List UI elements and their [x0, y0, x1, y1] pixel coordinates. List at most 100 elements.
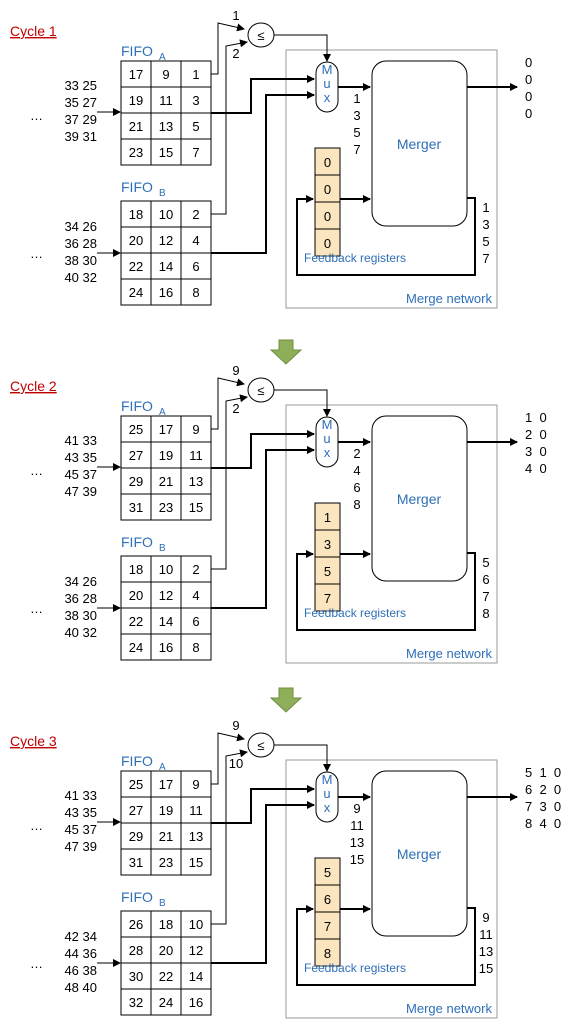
input-value: 47 39 — [64, 839, 97, 854]
feedback-register-value: 0 — [324, 155, 331, 170]
output-value: 5 1 0 — [525, 765, 561, 780]
input-value: 40 32 — [64, 625, 97, 640]
merger-output-values: 5 1 06 2 07 3 08 4 0 — [525, 765, 561, 831]
fifo-cell-value: 14 — [159, 259, 173, 274]
fifo-cell — [120, 60, 152, 88]
comparator-input-a-value: 9 — [232, 718, 239, 733]
feedback-register — [314, 884, 341, 913]
fifo-b-label: FIFO — [121, 889, 153, 905]
mux-output-value: 6 — [353, 480, 360, 495]
fifo-cell — [150, 200, 182, 228]
fifo-cell — [150, 607, 182, 635]
fifo-a-label: FIFO — [121, 43, 153, 59]
mux-output-value: 1 — [353, 91, 360, 106]
merger-output-values: 1 02 03 04 0 — [525, 410, 547, 476]
fifo-cell-value: 16 — [159, 285, 173, 300]
fifo-cell-value: 14 — [159, 614, 173, 629]
fifo-cell-value: 31 — [129, 855, 143, 870]
comparator-wire-a — [211, 22, 245, 75]
feedback-register-value: 7 — [324, 919, 331, 934]
fifo-cell-value: 17 — [159, 422, 173, 437]
input-value: 41 33 — [64, 433, 97, 448]
feedback-register-value: 5 — [324, 865, 331, 880]
fifo-cell — [120, 796, 152, 824]
comparator-wire-a — [211, 732, 245, 785]
feedback-register — [314, 147, 341, 176]
merge-network-label: Merge network — [406, 291, 492, 306]
merger-low-value: 1 — [482, 200, 489, 215]
feedback-register-value: 6 — [324, 892, 331, 907]
fifo-cell-value: 4 — [192, 588, 199, 603]
ellipsis: … — [30, 818, 43, 833]
merger-low-value: 7 — [482, 589, 489, 604]
input-value: 48 40 — [64, 980, 97, 995]
fifo-cell-value: 10 — [189, 917, 203, 932]
fifo-b-label: FIFO — [121, 179, 153, 195]
ellipsis: … — [30, 246, 43, 261]
fifo-cell-value: 11 — [189, 803, 203, 818]
fifo-cell — [180, 581, 212, 609]
fifo-cell-value: 18 — [129, 207, 143, 222]
merge-network-label: Merge network — [406, 646, 492, 661]
fifo-b-label: FIFO — [121, 534, 153, 550]
mux-letter: x — [324, 800, 331, 815]
comparator-input-a-value: 1 — [232, 8, 239, 23]
fifo-cell — [120, 138, 152, 166]
fifo-cell-value: 8 — [192, 640, 199, 655]
fifo-cell-value: 17 — [129, 67, 143, 82]
merger-low-value: 13 — [479, 944, 493, 959]
fifo-cell — [150, 467, 182, 495]
down-arrow-icon — [269, 339, 303, 365]
fifo-b-subscript: B — [159, 188, 166, 199]
fifo-cell-value: 14 — [189, 969, 203, 984]
fifo-cell — [150, 770, 182, 798]
merger-feedback-loop — [296, 905, 476, 986]
fifo-cell-value: 11 — [159, 93, 173, 108]
comparator-to-mux-wire — [274, 34, 331, 62]
input-value: 42 34 — [64, 929, 97, 944]
fifo-cell-value: 22 — [159, 969, 173, 984]
fifo-cell-value: 18 — [159, 917, 173, 932]
fifo-cell-value: 29 — [129, 829, 143, 844]
input-value: 37 29 — [64, 112, 97, 127]
merger-block — [371, 415, 468, 582]
fifo-cell-value: 26 — [129, 917, 143, 932]
feedback-register — [314, 857, 341, 886]
fifo-cell — [150, 848, 182, 876]
input-value: 38 30 — [64, 253, 97, 268]
comparator-symbol: ≤ — [257, 383, 264, 398]
input-value: 39 31 — [64, 129, 97, 144]
output-value: 0 — [525, 106, 532, 121]
merge-network-label: Merge network — [406, 1001, 492, 1016]
fifo-cell-value: 9 — [192, 422, 199, 437]
fifo-cell-value: 20 — [159, 943, 173, 958]
feedback-register — [314, 228, 341, 257]
output-value: 0 — [525, 89, 532, 104]
ellipsis: … — [30, 601, 43, 616]
cycle-title: Cycle 1 — [10, 23, 57, 39]
fifo-b-subscript: B — [159, 898, 166, 909]
comparator-symbol: ≤ — [257, 738, 264, 753]
comparator-symbol: ≤ — [257, 28, 264, 43]
feedback-register-value: 5 — [324, 564, 331, 579]
comparator-input-b-value: 2 — [232, 401, 239, 416]
cycle-title: Cycle 2 — [10, 378, 57, 394]
fifo-cell-value: 20 — [129, 233, 143, 248]
fifo-cell — [150, 278, 182, 306]
input-value: 36 28 — [64, 236, 97, 251]
fifo-cell-value: 29 — [129, 474, 143, 489]
output-value: 6 2 0 — [525, 782, 561, 797]
output-value: 0 — [525, 72, 532, 87]
fifo-cell — [150, 822, 182, 850]
fifo-cell-value: 23 — [159, 500, 173, 515]
